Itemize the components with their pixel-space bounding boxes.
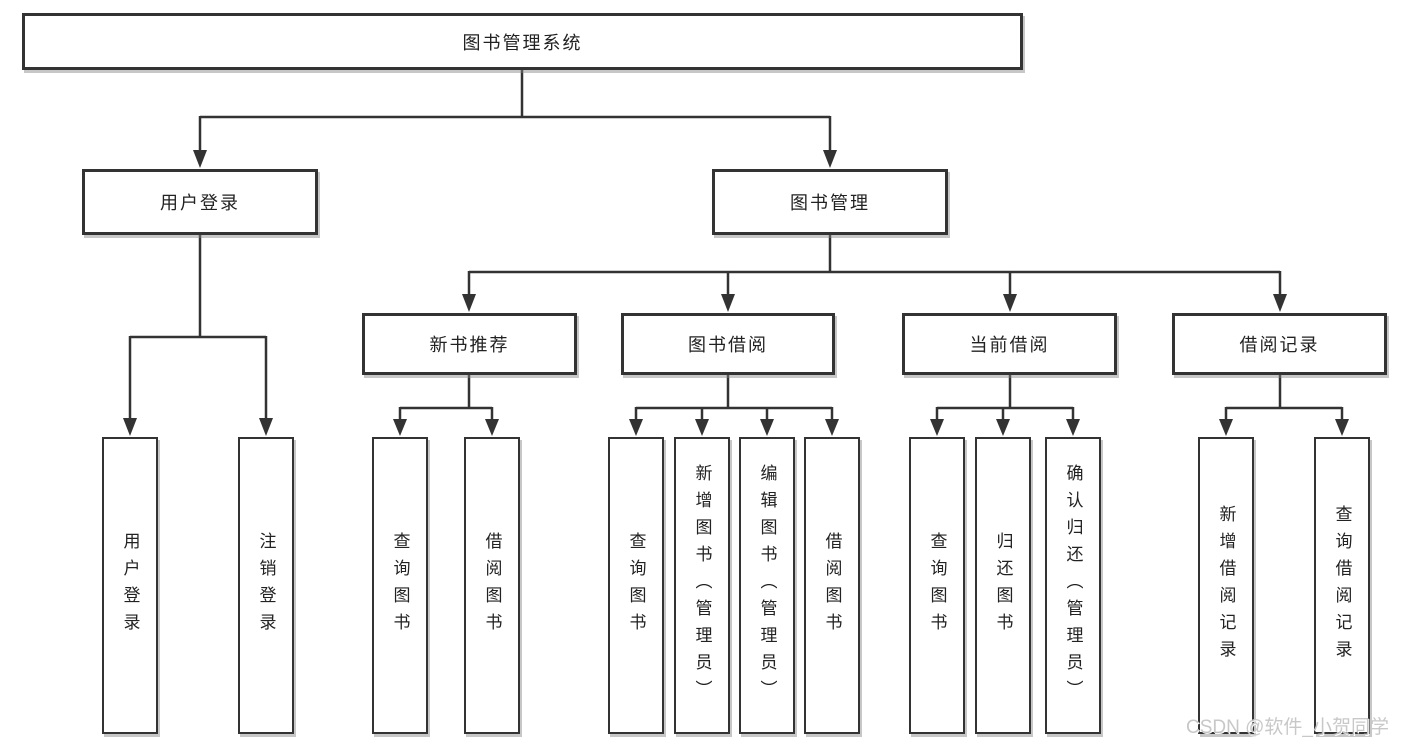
node-book-management-label: 图书管理 (790, 193, 870, 213)
leaf-add-books-admin: 新增图书（管理员） (674, 437, 730, 734)
leaf-query-books-borrow: 查询图书 (608, 437, 664, 734)
leaf-query-borrow-record: 查询借阅记录 (1314, 437, 1370, 734)
node-book-management: 图书管理 (712, 169, 948, 235)
leaf-user-login-label: 用户登录 (120, 531, 140, 640)
csdn-watermark: CSDN @软件_小贺同学 (1186, 717, 1389, 738)
leaf-edit-books-admin-label: 编辑图书（管理员） (757, 464, 777, 707)
node-root-system-label: 图书管理系统 (462, 32, 583, 53)
leaf-add-borrow-record-label: 新增借阅记录 (1216, 504, 1236, 667)
node-book-borrowing-label: 图书借阅 (688, 335, 768, 355)
node-borrowing-records: 借阅记录 (1172, 313, 1387, 375)
leaf-borrow-books-recommend: 借阅图书 (464, 437, 520, 734)
node-user-login-label: 用户登录 (160, 193, 240, 213)
node-current-borrowing-label: 当前借阅 (969, 335, 1050, 355)
leaf-borrow-books: 借阅图书 (804, 437, 860, 734)
leaf-edit-books-admin: 编辑图书（管理员） (739, 437, 795, 734)
node-borrowing-records-label: 借阅记录 (1239, 335, 1320, 355)
node-new-book-recommend-label: 新书推荐 (429, 335, 510, 355)
leaf-logout: 注销登录 (238, 437, 294, 734)
leaf-confirm-return-admin-label: 确认归还（管理员） (1063, 464, 1083, 707)
node-book-borrowing: 图书借阅 (621, 313, 835, 375)
leaf-borrow-books-label: 借阅图书 (822, 531, 842, 640)
node-current-borrowing: 当前借阅 (902, 313, 1117, 375)
leaf-logout-label: 注销登录 (256, 531, 276, 640)
leaf-query-books-current: 查询图书 (909, 437, 965, 734)
node-user-login: 用户登录 (82, 169, 318, 235)
leaf-return-books-label: 归还图书 (993, 531, 1013, 640)
leaf-borrow-books-recommend-label: 借阅图书 (482, 531, 502, 640)
leaf-add-borrow-record: 新增借阅记录 (1198, 437, 1254, 734)
leaf-query-borrow-record-label: 查询借阅记录 (1332, 504, 1352, 667)
leaf-user-login: 用户登录 (102, 437, 158, 734)
leaf-query-books-recommend-label: 查询图书 (390, 531, 410, 640)
node-new-book-recommend: 新书推荐 (362, 313, 577, 375)
leaf-query-books-recommend: 查询图书 (372, 437, 428, 734)
leaf-confirm-return-admin: 确认归还（管理员） (1045, 437, 1101, 734)
leaf-query-books-current-label: 查询图书 (927, 531, 947, 640)
node-root-system: 图书管理系统 (22, 13, 1023, 70)
leaf-add-books-admin-label: 新增图书（管理员） (692, 464, 712, 707)
leaf-return-books: 归还图书 (975, 437, 1031, 734)
leaf-query-books-borrow-label: 查询图书 (626, 531, 646, 640)
